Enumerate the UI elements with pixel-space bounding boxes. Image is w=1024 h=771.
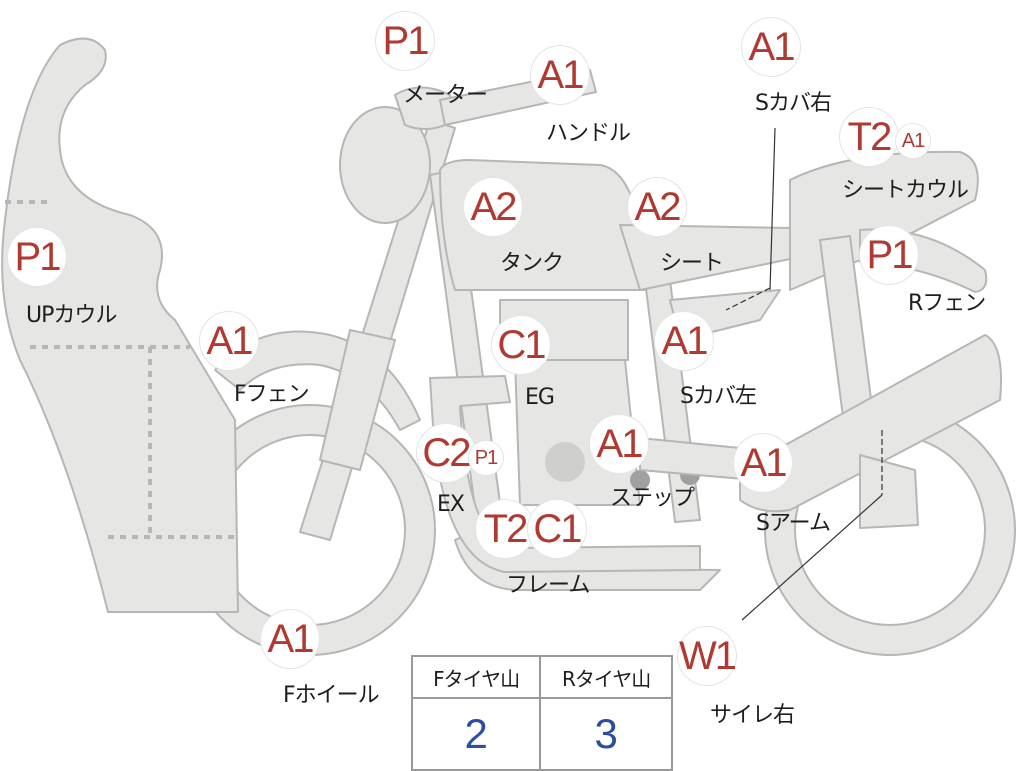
f-wheel-grade-badge: A1	[261, 610, 319, 668]
exhaust-grade-badge: C2	[417, 424, 475, 482]
seat-label: シート	[660, 251, 724, 276]
s-arm-label: Sアーム	[756, 511, 831, 536]
handle-label: ハンドル	[546, 121, 631, 146]
s-cover-left-label: Sカバ左	[680, 384, 757, 409]
r-fender-grade-badge: P1	[860, 226, 918, 284]
s-cover-right-label: Sカバ右	[755, 91, 832, 116]
tire-tread-table: Fタイヤ山 Rタイヤ山 2 3	[410, 655, 673, 771]
s-cover-left-grade-badge: A1	[655, 312, 713, 370]
seat-cowl-grade-badge: T2	[840, 108, 898, 166]
front-tire-header: Fタイヤ山	[410, 655, 542, 699]
rear-tire-value: 3	[539, 697, 673, 771]
r-fender-label: Rフェン	[908, 291, 986, 316]
seat-cowl-second-grade-badge: A1	[896, 124, 930, 158]
swing-arm-shape	[739, 334, 1002, 513]
seat-cowl-label: シートカウル	[842, 178, 969, 203]
engine-grade-badge: C1	[492, 316, 550, 374]
handle-grade-badge: A1	[531, 46, 589, 104]
leader-line-silencer	[741, 494, 883, 621]
tank-label: タンク	[500, 251, 564, 276]
exhaust-label: EX	[437, 492, 465, 517]
s-arm-grade-badge: A1	[734, 434, 792, 492]
up-cowl-grade-badge: P1	[8, 228, 66, 286]
f-fender-grade-badge: A1	[200, 312, 258, 370]
silencer-right-label: サイレ右	[710, 703, 795, 728]
engine-label: EG	[525, 385, 555, 410]
front-tire-value: 2	[410, 697, 542, 771]
leader-line-s-cover-right	[769, 127, 776, 291]
f-wheel-label: Fホイール	[283, 683, 380, 708]
headlight-shape	[339, 106, 431, 224]
frame-grade-badge: T2	[476, 500, 534, 558]
meter-label: メーター	[403, 83, 488, 108]
step-grade-badge: A1	[590, 415, 648, 473]
rear-tire-header: Rタイヤ山	[539, 655, 673, 699]
s-cover-right-grade-badge: A1	[742, 18, 800, 76]
f-fender-label: Fフェン	[234, 382, 310, 407]
step-label: ステップ	[610, 486, 695, 511]
upper-cowl-shape	[1, 37, 239, 613]
tank-grade-badge: A2	[464, 178, 522, 236]
up-cowl-label: UPカウル	[26, 303, 117, 328]
exhaust-second-grade-badge: P1	[469, 441, 503, 475]
silencer-right-grade-badge: W1	[678, 627, 737, 685]
frame-second-grade-badge: C1	[528, 500, 586, 558]
frame-label: フレーム	[506, 573, 590, 598]
meter-grade-badge: P1	[376, 12, 434, 70]
seat-grade-badge: A2	[628, 178, 686, 236]
